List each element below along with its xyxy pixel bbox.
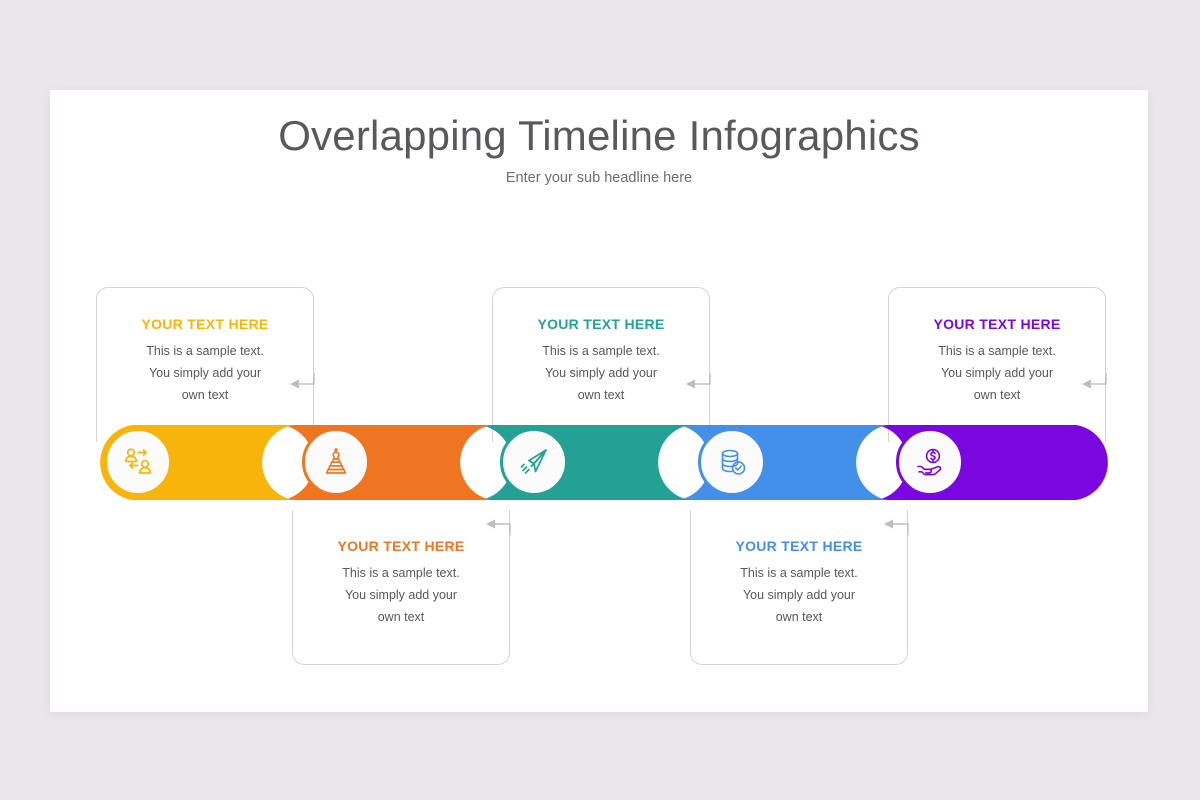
callout-body-line-2: You simply add your — [544, 365, 658, 380]
callout-step-5[interactable]: YOUR TEXT HERE This is a sample text. Yo… — [888, 287, 1107, 442]
callout-heading-4: YOUR TEXT HERE — [735, 538, 863, 554]
timeline-node-4[interactable] — [698, 428, 766, 496]
callout-body-line-1: This is a sample text. — [938, 344, 1056, 358]
callout-tail-arrow-2 — [486, 519, 511, 535]
callout-body-4: This is a sample text. You simply add yo… — [691, 563, 907, 629]
callout-heading-3: YOUR TEXT HERE — [537, 316, 665, 332]
callout-tail-arrow-4 — [884, 519, 909, 535]
timeline-node-5[interactable] — [896, 428, 964, 496]
callout-heading-2: YOUR TEXT HERE — [337, 538, 465, 554]
callout-body-2: This is a sample text. You simply add yo… — [293, 563, 509, 629]
page-subtitle: Enter your sub headline here — [505, 170, 693, 186]
callout-body-line-3: own text — [181, 387, 229, 402]
timeline-node-2[interactable] — [302, 428, 370, 496]
callout-body-line-1: This is a sample text. — [542, 344, 660, 358]
callout-body-line-1: This is a sample text. — [146, 344, 264, 358]
callout-body-line-1: This is a sample text. — [342, 566, 460, 580]
chess-piece-icon — [325, 447, 347, 474]
callout-heading-1: YOUR TEXT HERE — [141, 316, 269, 332]
callout-step-1[interactable]: YOUR TEXT HERE This is a sample text. Yo… — [96, 287, 315, 442]
timeline-node-3[interactable] — [500, 428, 568, 496]
callout-step-3[interactable]: YOUR TEXT HERE This is a sample text. Yo… — [492, 287, 711, 442]
callout-body-line-3: own text — [775, 609, 823, 624]
callout-body-line-2: You simply add your — [742, 587, 856, 602]
callout-body-line-2: You simply add your — [148, 365, 262, 380]
callout-body-line-1: This is a sample text. — [740, 566, 858, 580]
callout-body-line-2: You simply add your — [344, 587, 458, 602]
database-check-icon — [721, 449, 746, 475]
slide-canvas: Overlapping Timeline Infographics Enter … — [50, 90, 1148, 712]
timeline-node-1[interactable] — [104, 428, 172, 496]
callout-body-line-3: own text — [973, 387, 1021, 402]
paper-plane-icon — [520, 449, 547, 474]
callout-body-1: This is a sample text. You simply add yo… — [97, 341, 313, 407]
page-title: Overlapping Timeline Infographics — [278, 112, 920, 159]
callout-body-line-3: own text — [377, 609, 425, 624]
callout-body-line-2: You simply add your — [940, 365, 1054, 380]
users-exchange-icon — [124, 448, 152, 474]
callout-body-3: This is a sample text. You simply add yo… — [493, 341, 709, 407]
callout-heading-5: YOUR TEXT HERE — [933, 316, 1061, 332]
callout-step-4[interactable]: YOUR TEXT HERE This is a sample text. Yo… — [690, 510, 909, 665]
hand-holding-money-icon — [917, 448, 942, 476]
callout-step-2[interactable]: YOUR TEXT HERE This is a sample text. Yo… — [292, 510, 511, 665]
callout-body-5: This is a sample text. You simply add yo… — [889, 341, 1105, 407]
callout-body-line-3: own text — [577, 387, 625, 402]
